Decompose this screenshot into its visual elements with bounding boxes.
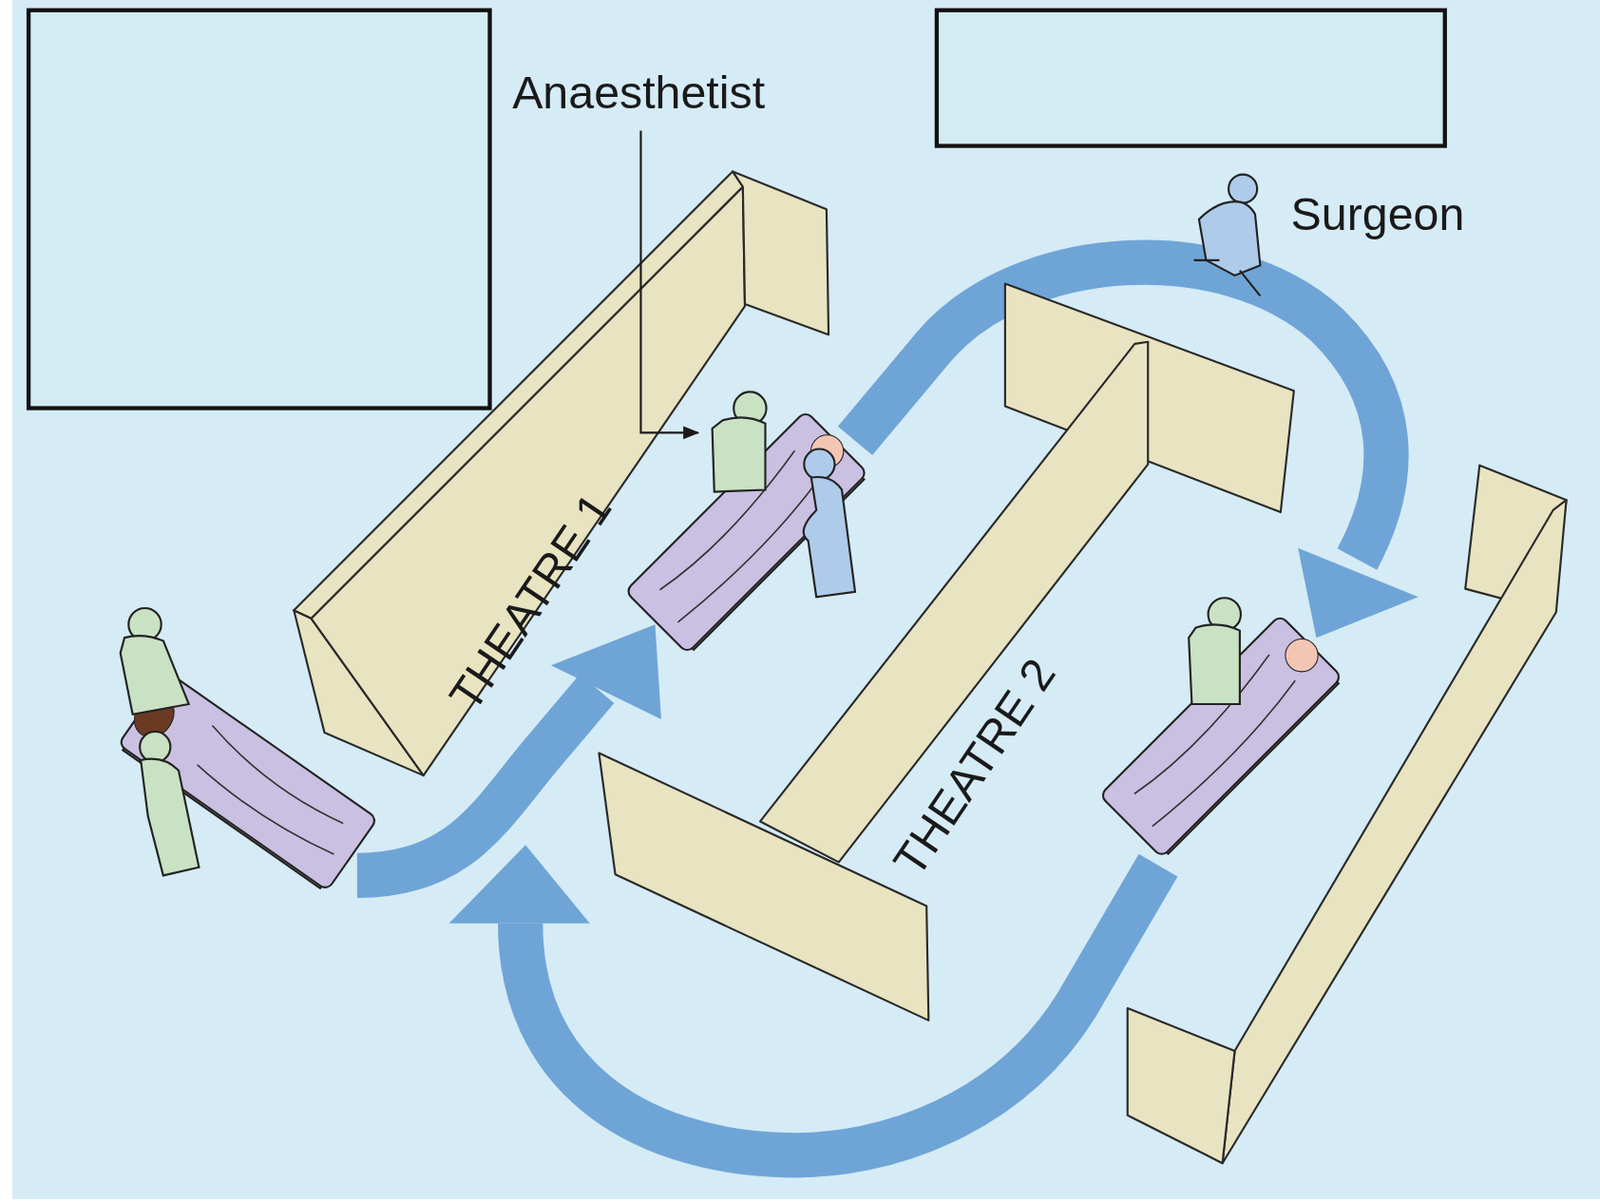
leader-line xyxy=(640,130,698,433)
wall xyxy=(1222,499,1567,1163)
wall xyxy=(598,753,929,1021)
surgeon-figure xyxy=(1199,201,1260,276)
surgeon-figure xyxy=(803,174,1261,598)
patient-trolley xyxy=(1099,612,1346,859)
room-box xyxy=(936,10,1446,147)
role-label: Anaesthetist xyxy=(512,67,765,118)
staff-figure xyxy=(1188,624,1240,705)
patient-trolley xyxy=(625,408,872,655)
role-label: Surgeon xyxy=(1291,189,1466,240)
wall xyxy=(311,187,745,777)
flow-arrow xyxy=(551,624,662,720)
patient-trolley xyxy=(625,410,868,653)
wall xyxy=(1127,1008,1236,1163)
staff-figure xyxy=(139,731,171,762)
staff-figure xyxy=(120,635,190,715)
flow-arrow xyxy=(449,844,591,924)
staff-figure xyxy=(712,417,766,492)
wall xyxy=(732,171,829,335)
staff-figure xyxy=(120,391,1241,876)
room-box xyxy=(28,10,490,409)
floor xyxy=(12,0,1600,1200)
staff-figure xyxy=(140,759,199,877)
patient-trolley xyxy=(186,725,355,862)
surgeon-figure xyxy=(803,476,856,597)
patient-trolley xyxy=(1099,614,1342,858)
wall xyxy=(293,171,1566,1163)
surgeon-figure xyxy=(1228,174,1258,204)
flow-arrow xyxy=(1297,548,1419,638)
surgeon-figure xyxy=(1194,260,1261,297)
patient-trolley xyxy=(1278,631,1326,679)
surgeon-figure xyxy=(803,448,835,479)
